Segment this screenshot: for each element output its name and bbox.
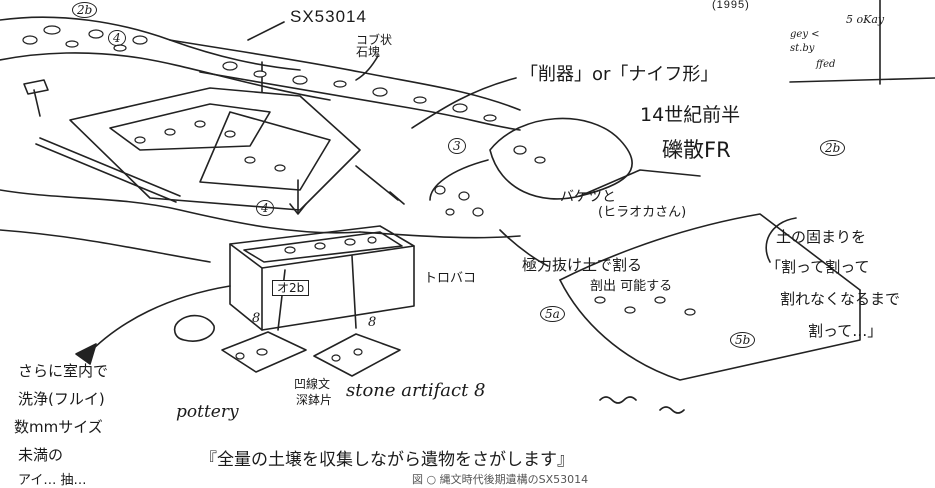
mark-8-a: 8 <box>252 311 261 326</box>
stone-sheet <box>313 333 401 377</box>
cobble-note: コブ状 石塊 <box>356 33 393 59</box>
layer-3: 3 <box>448 138 466 154</box>
pottery-label: pottery <box>176 402 239 422</box>
terrace-edge-lower <box>0 52 331 101</box>
jomon-line-1: 凹線文 <box>294 377 331 391</box>
break-soil-note: 極力抜け土で割る <box>522 256 643 274</box>
cobble-band-lower <box>199 71 521 131</box>
cobble-band-upper <box>169 39 521 111</box>
note-gey: gey < <box>790 29 820 40</box>
bucket-name: (ヒラオカさん) <box>598 205 687 220</box>
cobbles <box>22 25 696 362</box>
feature-label: SX53014 <box>290 7 367 26</box>
pointer-line <box>499 229 549 267</box>
stone-artifact-label: stone artifact 8 <box>346 380 486 401</box>
century-note: 14世紀前半 <box>640 104 741 126</box>
gravel-note: 礫散FR <box>662 138 731 162</box>
bucket-arm <box>579 169 701 197</box>
ruler-line <box>789 77 935 83</box>
slab-bottom <box>559 279 861 381</box>
tray-inner <box>243 231 403 263</box>
layer-4-a: 4 <box>108 30 126 46</box>
arrow-curve-left <box>85 285 231 357</box>
tray-front <box>261 245 415 331</box>
arrow-down-2 <box>351 255 357 329</box>
tray-tag: オ2b <box>272 280 310 296</box>
note-stby: st.by <box>790 43 815 54</box>
wash-line-5: アイ… 抽… <box>18 473 87 488</box>
sx-leader <box>247 21 285 41</box>
survey-rod <box>39 137 181 197</box>
layer-2b-top: 2b <box>72 2 98 18</box>
cobble-leader <box>355 55 379 81</box>
bucket-hand <box>489 117 633 200</box>
break-soil-note-2: 剖出 可能する <box>590 279 673 294</box>
year-fragment: (1995) <box>712 0 750 11</box>
layer-4-b: 4 <box>256 200 274 216</box>
hand-tool <box>23 79 49 117</box>
scraper-note: 「削器」or「ナイフ形」 <box>520 64 719 85</box>
wash-line-4: 未満の <box>18 446 64 464</box>
pit-inner-step-2 <box>199 111 331 191</box>
figure-caption-fragment: 図 ○ 縄文時代後期遺構のSX53014 <box>412 473 589 486</box>
arrow-down-1 <box>277 269 286 331</box>
hatching <box>599 396 685 414</box>
scraper-leader <box>411 77 517 129</box>
layer-5a: 5a <box>540 306 565 322</box>
arrow-head-left <box>75 343 97 365</box>
clod <box>173 314 215 342</box>
note-bracket <box>765 217 797 263</box>
terrace-edge-top <box>0 16 301 71</box>
clump-line-2: 割れなくなるまで <box>780 290 901 308</box>
clump-line-1: 「割って割って <box>766 258 870 276</box>
layer-5b: 5b <box>730 332 756 348</box>
pit-outline <box>69 87 361 211</box>
slab-top <box>559 213 861 291</box>
bucket-who: バケツと <box>560 189 616 205</box>
bottom-caption-handwritten: 『全量の土壌を収集しながら遺物をさがします』 <box>200 450 574 470</box>
ground-line-2 <box>0 229 211 263</box>
pit-inner-step <box>109 103 271 151</box>
ground-line-3 <box>359 231 521 239</box>
wash-line-1: さらに室内で <box>18 362 109 380</box>
survey-rod-b <box>35 143 177 203</box>
mark-8-b: 8 <box>368 315 377 330</box>
note-okay: 5 oKay <box>846 13 885 26</box>
ground-line-1 <box>0 189 361 234</box>
wash-line-3: 数mmサイズ <box>14 418 103 436</box>
clump-title: 土の固まりを <box>776 228 867 246</box>
arrow-bucket <box>429 159 489 201</box>
arrow-to-pit <box>289 179 307 215</box>
clump-line-3: 割って…」 <box>808 322 883 340</box>
wash-line-2: 洗浄(フルイ) <box>18 390 105 408</box>
tray-side <box>229 243 263 331</box>
note-ffed: ffed <box>816 59 836 70</box>
trowel <box>355 165 405 205</box>
jomon-line-2: 深鉢片 <box>296 393 333 407</box>
pottery-sheet <box>221 331 307 373</box>
tray-label: トロバコ <box>424 271 477 286</box>
gravel-ref-circle: 2b <box>820 140 846 156</box>
